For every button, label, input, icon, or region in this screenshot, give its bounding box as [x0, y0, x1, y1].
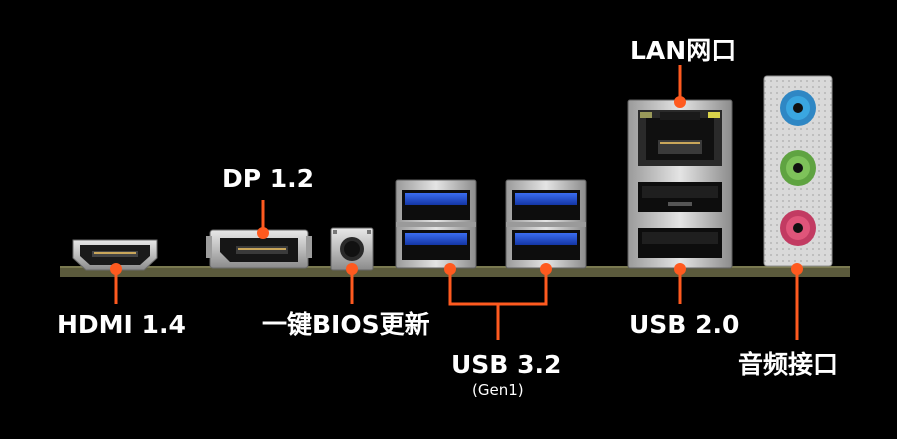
usb32-port-stack-2 [505, 179, 587, 269]
label-usb32-sub: (Gen1) [472, 381, 524, 399]
label-audio: 音频接口 [738, 350, 839, 379]
label-bios: 一键BIOS更新 [262, 310, 430, 339]
audio-dot [791, 263, 803, 275]
dp-port [206, 229, 312, 269]
label-lan: LAN网口 [630, 36, 737, 65]
label-hdmi: HDMI 1.4 [57, 310, 186, 339]
label-dp: DP 1.2 [222, 164, 315, 193]
callout-dots [110, 96, 803, 275]
label-usb32: USB 3.2 [451, 350, 562, 379]
lan-usb20-stack [627, 99, 733, 269]
usb32-port-stack-1 [395, 179, 477, 269]
lan-dot [674, 96, 686, 108]
audio-jacks [763, 75, 833, 267]
hdmi-port [72, 239, 158, 271]
bios-flashback-button [330, 227, 374, 271]
label-usb20: USB 2.0 [629, 310, 740, 339]
bios-dot [346, 263, 358, 275]
usb32-dot-2 [540, 263, 552, 275]
usb32-dot-1 [444, 263, 456, 275]
hdmi-dot [110, 263, 122, 275]
dp-dot [257, 227, 269, 239]
usb20-dot [674, 263, 686, 275]
